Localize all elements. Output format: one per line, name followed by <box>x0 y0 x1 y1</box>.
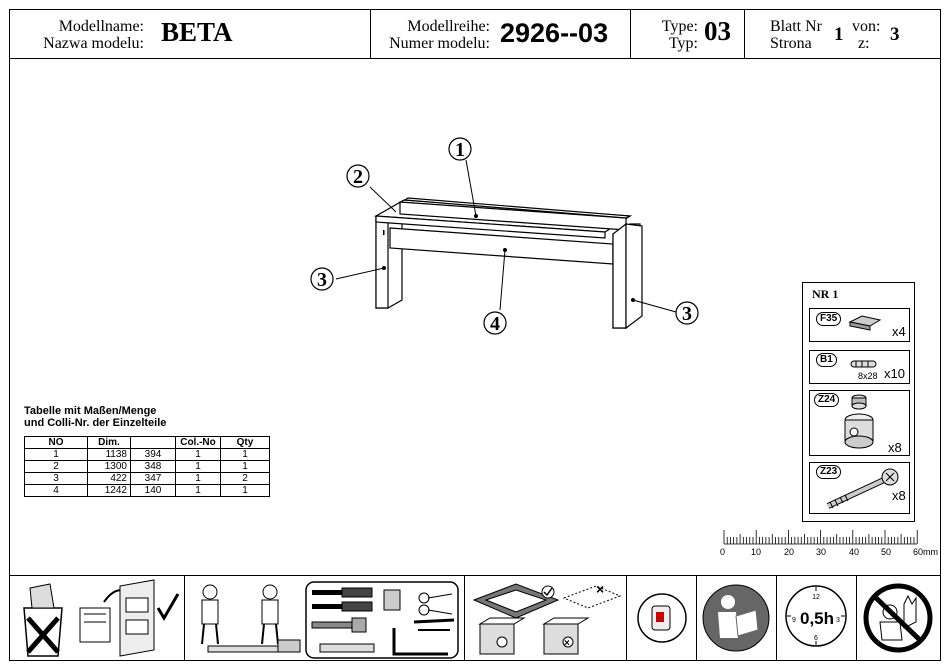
header-no: NO <box>24 436 88 449</box>
callout-2: 2 <box>353 166 363 188</box>
scale-label: 0 <box>720 547 726 557</box>
divider <box>776 575 777 661</box>
header-dim: Dim. <box>87 436 131 449</box>
type-label: Type: Typ: <box>661 18 698 52</box>
clock-6: 6 <box>814 635 818 642</box>
header-qty: Qty <box>220 436 270 449</box>
assembly-time-icon: 12 3 6 9 0,5h <box>785 585 847 647</box>
qty: x4 <box>892 324 906 339</box>
no-children-icon <box>863 583 933 653</box>
divider <box>184 575 185 661</box>
divider <box>630 9 631 59</box>
callout-3-left: 3 <box>317 269 327 291</box>
clock-9: 9 <box>792 617 796 624</box>
code-badge: B1 <box>816 353 837 367</box>
bench-drawing: 1 2 3 4 3 <box>310 137 699 335</box>
scale-label: 10 <box>751 547 762 557</box>
parts-table-title: Tabelle mit Maßen/Menge und Colli-Nr. de… <box>24 405 167 429</box>
table-row: 3 422 347 1 2 <box>24 472 270 485</box>
divider <box>744 9 745 59</box>
code-badge: Z23 <box>816 465 842 479</box>
scale-label: 60mm <box>913 547 939 557</box>
callout-4: 4 <box>490 313 500 335</box>
type-number: 03 <box>704 16 731 46</box>
code-badge: F35 <box>816 312 842 326</box>
table-row: 2 1300 348 1 1 <box>24 460 270 473</box>
divider <box>696 575 697 661</box>
callout-3-right: 3 <box>682 303 692 325</box>
model-name: BETA <box>161 17 233 47</box>
table-row: 4 1242 140 1 1 <box>24 484 270 497</box>
hardware-title: NR 1 <box>812 287 839 301</box>
scale-label: 20 <box>784 547 795 557</box>
cam-bolt-icon <box>826 468 899 509</box>
code-badge: Z24 <box>814 393 840 407</box>
read-manual-icon <box>702 584 770 652</box>
title-block <box>9 9 941 59</box>
cam-lock-icon <box>844 394 874 449</box>
divider <box>856 575 857 661</box>
series-number: 2926--03 <box>500 18 609 48</box>
hardware-item-z23 <box>809 462 910 514</box>
clock-3: 3 <box>836 617 840 624</box>
svg-text:×: × <box>596 581 604 597</box>
divider <box>464 575 465 661</box>
callout-1: 1 <box>455 139 465 161</box>
header-dim-2 <box>130 436 176 449</box>
dowel-icon <box>850 360 877 368</box>
parts-table: NO Dim. Col.-No Qty 1 1138 394 1 1 2 130… <box>24 436 270 497</box>
keep-instructions-icon <box>23 579 180 657</box>
scale-label: 50 <box>881 547 892 557</box>
cap-icon <box>848 315 882 331</box>
svg-text:×: × <box>564 638 570 649</box>
model-name-label: Modellname: Nazwa modelu: <box>43 18 144 52</box>
sheet-number: 1 <box>834 24 844 45</box>
table-row: 1 1138 394 1 1 <box>24 448 270 461</box>
dowel-size: 8x28 <box>858 371 878 381</box>
scale-ruler <box>723 530 918 545</box>
assembly-time: 0,5h <box>800 609 834 628</box>
clock-12: 12 <box>812 594 820 601</box>
two-person-tools-icon <box>201 581 459 659</box>
sheet-total: 3 <box>890 24 900 45</box>
instruction-footer <box>9 575 941 662</box>
hardware-item-b1 <box>809 350 910 384</box>
of-label: von: z: <box>852 18 881 52</box>
qty: x8 <box>888 440 902 455</box>
header-colli: Col.-No <box>175 436 221 449</box>
sheet-label: Blatt Nr Strona <box>770 18 822 52</box>
hardware-panel <box>802 282 915 522</box>
hex-key-icon <box>637 593 687 643</box>
qty: x10 <box>884 366 905 381</box>
series-label: Modellreihe: Numer modelu: <box>389 18 490 52</box>
divider <box>626 575 627 661</box>
hardware-item-z24 <box>809 390 910 456</box>
hardware-item-f35 <box>809 308 910 342</box>
assembly-surface-icon: × × <box>472 581 622 655</box>
scale-label: 30 <box>816 547 827 557</box>
qty: x8 <box>892 488 906 503</box>
divider <box>370 9 371 59</box>
scale-label: 40 <box>849 547 860 557</box>
